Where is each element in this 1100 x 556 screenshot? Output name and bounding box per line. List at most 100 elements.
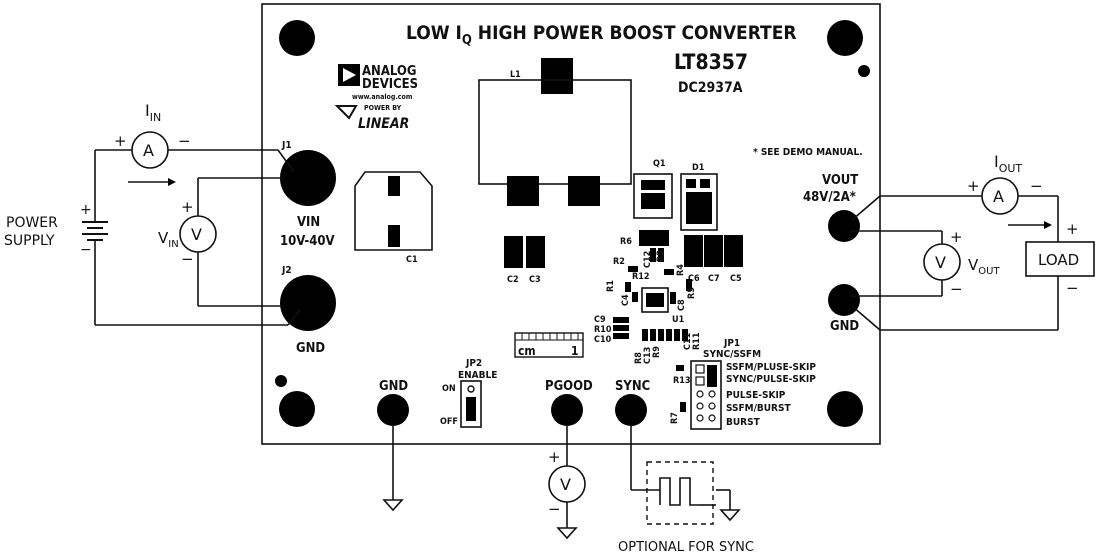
svg-text:C6: C6 [688, 274, 700, 284]
cm-ruler: cm 1 [514, 332, 584, 358]
svg-text:−: − [80, 242, 92, 258]
svg-text:R9: R9 [652, 346, 662, 358]
svg-text:SSFM/PLUSE-SKIP: SSFM/PLUSE-SKIP [726, 362, 816, 373]
svg-text:GND: GND [296, 341, 325, 356]
svg-text:L1: L1 [510, 70, 521, 80]
svg-text:GND: GND [379, 379, 408, 394]
mosfet-q1: Q1 [633, 159, 673, 219]
svg-text:PGOOD: PGOOD [545, 379, 593, 394]
capacitor-c1: C1 [354, 171, 433, 265]
voltmeter-vin: V + − VIN [158, 198, 217, 268]
svg-text:GND: GND [830, 319, 859, 334]
svg-text:POWER: POWER [6, 215, 58, 231]
mounting-holes [275, 20, 870, 427]
svg-text:VIN: VIN [297, 215, 320, 230]
svg-text:+: + [967, 177, 980, 195]
svg-text:R10: R10 [594, 325, 612, 335]
svg-text:R12: R12 [632, 272, 650, 282]
part-number: LT8357 [674, 50, 748, 74]
svg-text:R8: R8 [634, 352, 644, 364]
svg-text:+: + [114, 132, 127, 150]
analog-devices-logo: ANALOG DEVICES www.analog.com [338, 64, 418, 101]
svg-text:D1: D1 [692, 163, 705, 173]
svg-text:C10: C10 [594, 335, 612, 345]
svg-text:+: + [1066, 220, 1079, 238]
svg-text:−: − [548, 500, 561, 518]
svg-text:JP2: JP2 [465, 358, 482, 369]
svg-text:−: − [181, 250, 194, 268]
svg-text:IOUT: IOUT [994, 152, 1022, 175]
output-wiring [850, 195, 1059, 331]
turret-sync: SYNC [615, 379, 650, 426]
svg-text:LOAD: LOAD [1038, 251, 1079, 269]
svg-text:−: − [1030, 177, 1043, 195]
small-components: R2 R12 R1 C12 R3 R4 R5 C4 C8 U1 C9 R10 C… [594, 248, 702, 364]
svg-text:48V/2A*: 48V/2A* [803, 190, 856, 205]
svg-text:SSFM/BURST: SSFM/BURST [726, 403, 791, 414]
board-title: LOW IQ HIGH POWER BOOST CONVERTER [406, 22, 797, 48]
svg-text:R3: R3 [656, 250, 666, 262]
svg-text:C9: C9 [594, 315, 606, 325]
svg-text:SYNC/SSFM: SYNC/SSFM [703, 349, 761, 360]
voltmeter-vout: V + − VOUT [923, 228, 1000, 298]
svg-text:V: V [935, 253, 946, 272]
svg-text:ANALOG: ANALOG [362, 64, 416, 79]
output-capacitors: C6 C7 C5 [684, 235, 743, 284]
svg-text:R11: R11 [692, 332, 702, 350]
svg-text:J2: J2 [281, 265, 292, 276]
ammeter-iout: A + − IOUT [967, 152, 1043, 215]
svg-text:ENABLE: ENABLE [458, 370, 497, 381]
svg-text:OPTIONAL FOR SYNC: OPTIONAL FOR SYNC [618, 540, 754, 555]
svg-text:V: V [560, 475, 571, 494]
svg-text:C12: C12 [643, 251, 653, 268]
svg-text:C1: C1 [406, 255, 418, 265]
svg-text:IIN: IIN [145, 101, 161, 124]
ammeter-iin: A + − IIN [114, 101, 191, 169]
svg-text:VOUT: VOUT [968, 256, 1000, 277]
turret-vout: VOUT 48V/2A* [803, 173, 860, 242]
input-wiring [82, 149, 301, 326]
jumper-jp2: JP2 ENABLE ON OFF [440, 358, 497, 428]
demo-manual-note: * SEE DEMO MANUAL. [753, 147, 863, 158]
svg-text:U1: U1 [672, 315, 685, 325]
svg-text:−: − [950, 280, 963, 298]
svg-text:A: A [143, 141, 154, 160]
svg-text:−: − [1066, 279, 1079, 297]
svg-text:POWER BY: POWER BY [364, 104, 402, 112]
svg-text:R2: R2 [613, 257, 625, 267]
svg-text:R4: R4 [676, 264, 686, 276]
svg-text:+: + [950, 228, 963, 246]
bottom-gnd-wire [382, 426, 404, 512]
turret-gnd-bottom: GND [377, 379, 409, 426]
svg-text:www.analog.com: www.analog.com [352, 93, 413, 101]
svg-text:PULSE-SKIP: PULSE-SKIP [726, 390, 786, 401]
load-box: LOAD + − [1025, 220, 1095, 297]
svg-text:ON: ON [442, 384, 456, 394]
svg-text:C8: C8 [677, 299, 687, 311]
svg-text:Q1: Q1 [653, 159, 666, 169]
svg-text:cm: cm [518, 344, 536, 358]
svg-text:−: − [178, 132, 191, 150]
input-capacitors: C2 C3 [504, 236, 545, 285]
svg-text:+: + [181, 198, 194, 216]
board-number: DC2937A [678, 80, 743, 96]
turret-pgood: PGOOD [545, 379, 593, 426]
svg-text:1: 1 [571, 344, 579, 358]
power-supply: POWER SUPPLY + − [4, 202, 92, 258]
svg-text:R1: R1 [606, 280, 616, 292]
svg-text:R13: R13 [673, 376, 691, 386]
svg-text:+: + [548, 448, 561, 466]
terminal-j1: J1 VIN 10V-40V [280, 140, 336, 249]
svg-text:C11: C11 [683, 332, 693, 350]
svg-text:DEVICES: DEVICES [362, 77, 418, 92]
svg-text:LINEAR: LINEAR [358, 116, 409, 132]
svg-text:10V-40V: 10V-40V [280, 234, 335, 249]
svg-text:C3: C3 [529, 275, 541, 285]
resistor-r6: R6 [620, 230, 669, 247]
diode-d1: D1 [680, 163, 718, 231]
svg-text:BURST: BURST [726, 417, 761, 428]
svg-text:SYNC: SYNC [615, 379, 650, 394]
svg-text:C2: C2 [507, 275, 519, 285]
svg-text:+: + [80, 202, 92, 218]
